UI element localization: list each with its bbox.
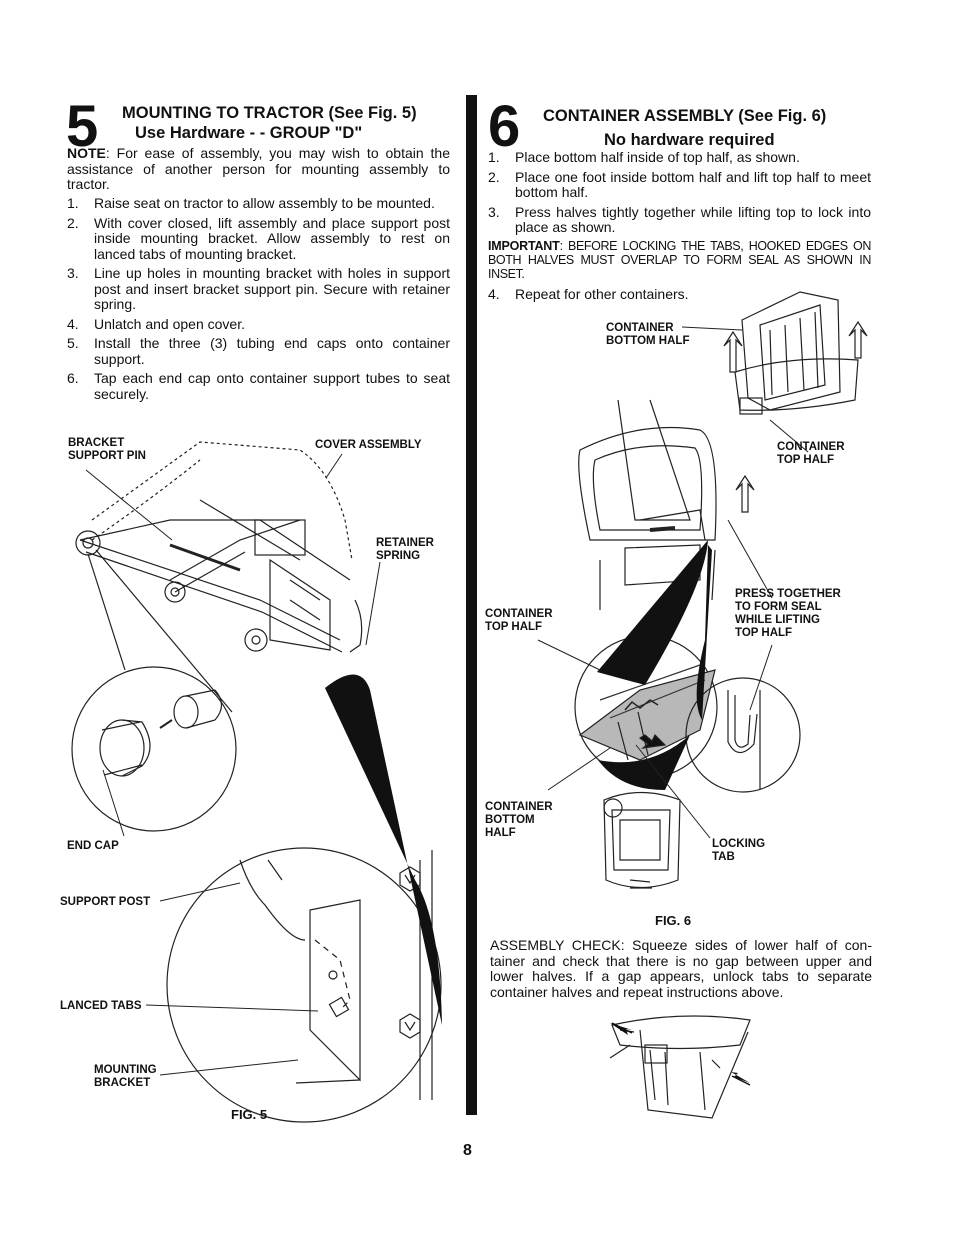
section6-title-line1: CONTAINER ASSEMBLY (See Fig. 6) — [543, 107, 827, 125]
label-lanced-tabs: LANCED TABS — [60, 1000, 142, 1012]
label-locking-tab: LOCKING TAB — [712, 838, 766, 863]
step-number-5: 5 — [66, 94, 98, 159]
label-press-together: PRESS TOGETHER TO FORM SEAL WHILE LIFTIN… — [735, 588, 841, 639]
list-item: 1.Place bottom half inside of top half, … — [488, 149, 800, 165]
column-divider — [466, 95, 477, 1115]
list-item: 5.Install the three (3) tubing end caps … — [67, 335, 450, 367]
list-item: 2.Place one foot inside bottom half and … — [488, 168, 871, 200]
note-text: : For ease of assembly, you may wish to … — [67, 145, 450, 192]
important-note: IMPORTANT: BEFORE LOCKING THE TABS, HOOK… — [488, 239, 871, 281]
list-item: 2.With cover closed, lift assembly and p… — [67, 214, 450, 262]
list-item: 4.Repeat for other containers. — [488, 286, 689, 302]
assembly-check-text: ASSEMBLY CHECK: Squeeze sides of lower h… — [490, 937, 872, 1000]
figure-6-caption: FIG. 6 — [655, 913, 692, 928]
figure-5-caption: FIG. 5 — [231, 1107, 268, 1122]
label-container-top-half-right: CONTAINER TOP HALF — [777, 441, 845, 466]
list-item: 6.Tap each end cap onto container suppor… — [67, 370, 450, 402]
label-container-bottom-half-left: CONTAINER BOTTOM HALF — [485, 801, 553, 839]
important-text: : BEFORE LOCKING THE TABS, HOOKED EDGES … — [488, 239, 871, 281]
label-bracket-support-pin: BRACKET SUPPORT PIN — [68, 437, 146, 462]
list-item: 4.Unlatch and open cover. — [67, 315, 245, 332]
section5-title-line2: Use Hardware - - GROUP "D" — [135, 124, 363, 142]
section5-note: NOTE: For ease of assembly, you may wish… — [67, 145, 450, 193]
label-mounting-bracket: MOUNTING BRACKET — [94, 1064, 157, 1089]
important-label: IMPORTANT — [488, 239, 560, 253]
label-container-bottom-half-top: CONTAINER BOTTOM HALF — [606, 322, 690, 347]
label-support-post: SUPPORT POST — [60, 896, 151, 908]
label-end-cap: END CAP — [67, 840, 119, 852]
list-item: 3.Press halves tightly together while li… — [488, 203, 871, 235]
section5-steps: 1.Raise seat on tractor to allow assembl… — [67, 195, 450, 406]
section6-steps: 1.Place bottom half inside of top half, … — [488, 149, 871, 240]
section6-title-line2: No hardware required — [604, 131, 775, 149]
label-cover-assembly: COVER ASSEMBLY — [315, 439, 422, 451]
section6-step4: 4.Repeat for other containers. — [488, 286, 871, 307]
label-retainer-spring: RETAINER SPRING — [376, 537, 434, 562]
list-item: 1.Raise seat on tractor to allow assembl… — [67, 195, 435, 211]
step-number-6: 6 — [488, 94, 520, 159]
note-label: NOTE — [67, 145, 106, 161]
list-item: 3.Line up holes in mounting bracket with… — [67, 265, 450, 312]
page-number: 8 — [463, 1142, 472, 1159]
label-container-top-half-left: CONTAINER TOP HALF — [485, 608, 553, 633]
section5-title-line1: MOUNTING TO TRACTOR (See Fig. 5) — [122, 104, 417, 122]
